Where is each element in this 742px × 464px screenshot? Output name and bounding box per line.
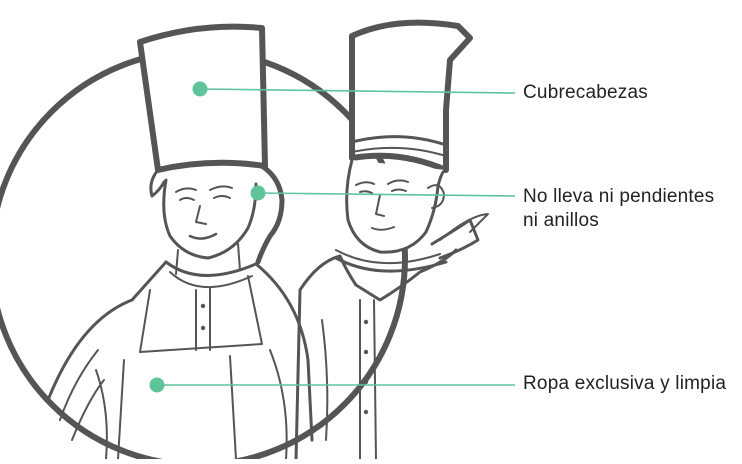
callout-line-headwear [199,88,516,94]
label-clothes-text: Ropa exclusiva y limpia [523,373,727,394]
label-jewelry: No lleva ni pendientes ni anillos [523,185,714,233]
label-clothes: Ropa exclusiva y limpia [523,372,726,396]
callout-headwear [192,81,516,97]
callout-clothes [149,377,515,393]
front-chef [46,23,314,460]
back-chef [294,19,489,462]
label-headwear: Cubrecabezas [523,81,648,105]
callout-dot-headwear [192,81,208,97]
callout-dot-clothes [149,377,165,393]
callout-dot-jewelry [250,185,266,201]
label-jewelry-line1: No lleva ni pendientes [523,186,715,207]
callout-jewelry [250,185,516,201]
callout-line-jewelry [257,192,516,197]
label-headwear-text: Cubrecabezas [523,82,648,103]
label-jewelry-line2: ni anillos [523,210,599,231]
